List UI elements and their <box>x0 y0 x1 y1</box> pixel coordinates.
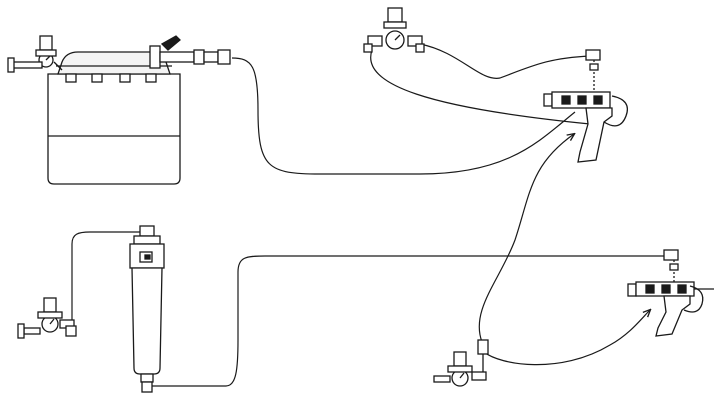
lid-clamp-3 <box>119 73 131 83</box>
regulator-cap <box>39 35 53 51</box>
spray-gun-icon <box>577 107 613 163</box>
spray-gun-icon <box>655 295 691 337</box>
hose-bottom-regulator-to-top-gun <box>478 134 574 343</box>
gun-nozzle <box>543 93 553 107</box>
pot-fluid-outlet-valve <box>149 35 231 69</box>
air-inlet-fitting <box>433 375 451 383</box>
pot-regulator <box>7 35 63 73</box>
filter-head <box>133 235 161 245</box>
bottom-regulator <box>433 339 489 387</box>
hose-bottom-regulator-to-bottom-gun <box>483 310 650 366</box>
hose-lines <box>71 43 670 387</box>
air-filter <box>129 225 165 393</box>
gun-elbow-fitting <box>585 49 601 61</box>
regulator-right-port <box>407 35 423 47</box>
gauge-needle <box>49 318 55 325</box>
regulator-collar <box>383 21 407 29</box>
air-inlet-fitting <box>23 327 41 335</box>
lid-clamp-4 <box>145 73 157 83</box>
regulator-outlet-elbow <box>65 325 77 337</box>
regulator-body <box>35 49 57 57</box>
outlet-pipe <box>159 51 195 63</box>
regulator-tee <box>53 61 63 71</box>
manifold-port-3 <box>677 284 687 294</box>
hose-filter-regulator-to-filter <box>71 231 140 320</box>
air-inlet-nut <box>17 323 25 339</box>
lid-clamp-1 <box>65 73 77 83</box>
hose-top-regulator-right <box>419 43 591 79</box>
top-spray-gun <box>543 49 629 163</box>
regulator-cap <box>453 351 467 367</box>
filter-outlet-elbow <box>141 381 153 393</box>
gauge-needle <box>459 372 465 379</box>
regulator-right-fitting <box>415 43 425 53</box>
regulator-left-port <box>367 35 383 47</box>
filter-regulator <box>17 297 77 339</box>
valve-icon <box>160 35 181 51</box>
gun-trigger <box>603 95 629 127</box>
gauge-needle <box>394 34 401 41</box>
outlet-coupling-1 <box>193 49 205 65</box>
check-valve <box>669 263 679 271</box>
top-regulator <box>363 7 425 53</box>
regulator-body <box>37 311 63 319</box>
hose-pot-to-top-gun <box>231 57 576 175</box>
gun-nozzle <box>627 283 637 297</box>
gun-trigger <box>683 285 704 313</box>
manifold-port-2 <box>661 284 671 294</box>
air-inlet-nut <box>7 57 15 73</box>
hose-top-regulator-left <box>370 49 591 125</box>
lid-clamp-2 <box>91 73 103 83</box>
regulator-cap <box>387 7 403 23</box>
manifold-port-3 <box>593 95 603 105</box>
outlet-coupling-2 <box>217 49 231 65</box>
gauge-needle <box>45 55 51 61</box>
filter-bowl <box>131 267 163 375</box>
filter-inlet-elbow <box>139 225 155 237</box>
outlet-riser <box>149 45 161 69</box>
pressure-pot <box>7 35 231 185</box>
regulator-cap <box>43 297 57 313</box>
regulator-outlet <box>471 371 487 381</box>
regulator-body <box>447 365 473 373</box>
manifold-port-1 <box>645 284 655 294</box>
manifold-port-2 <box>577 95 587 105</box>
filter-drain <box>140 373 154 383</box>
gun-elbow-fitting <box>663 249 679 261</box>
hose-filter-to-bottom-gun <box>150 255 670 387</box>
outlet-pipe-2 <box>203 51 219 63</box>
pressure-tank-icon <box>47 73 181 185</box>
manifold-port-1 <box>561 95 571 105</box>
bottom-spray-gun <box>627 249 714 337</box>
filter-label-mark <box>144 254 151 260</box>
air-inlet-fitting <box>11 61 43 69</box>
regulator-left-fitting <box>363 43 373 53</box>
check-valve <box>589 63 599 71</box>
splitter-tee <box>477 339 489 355</box>
